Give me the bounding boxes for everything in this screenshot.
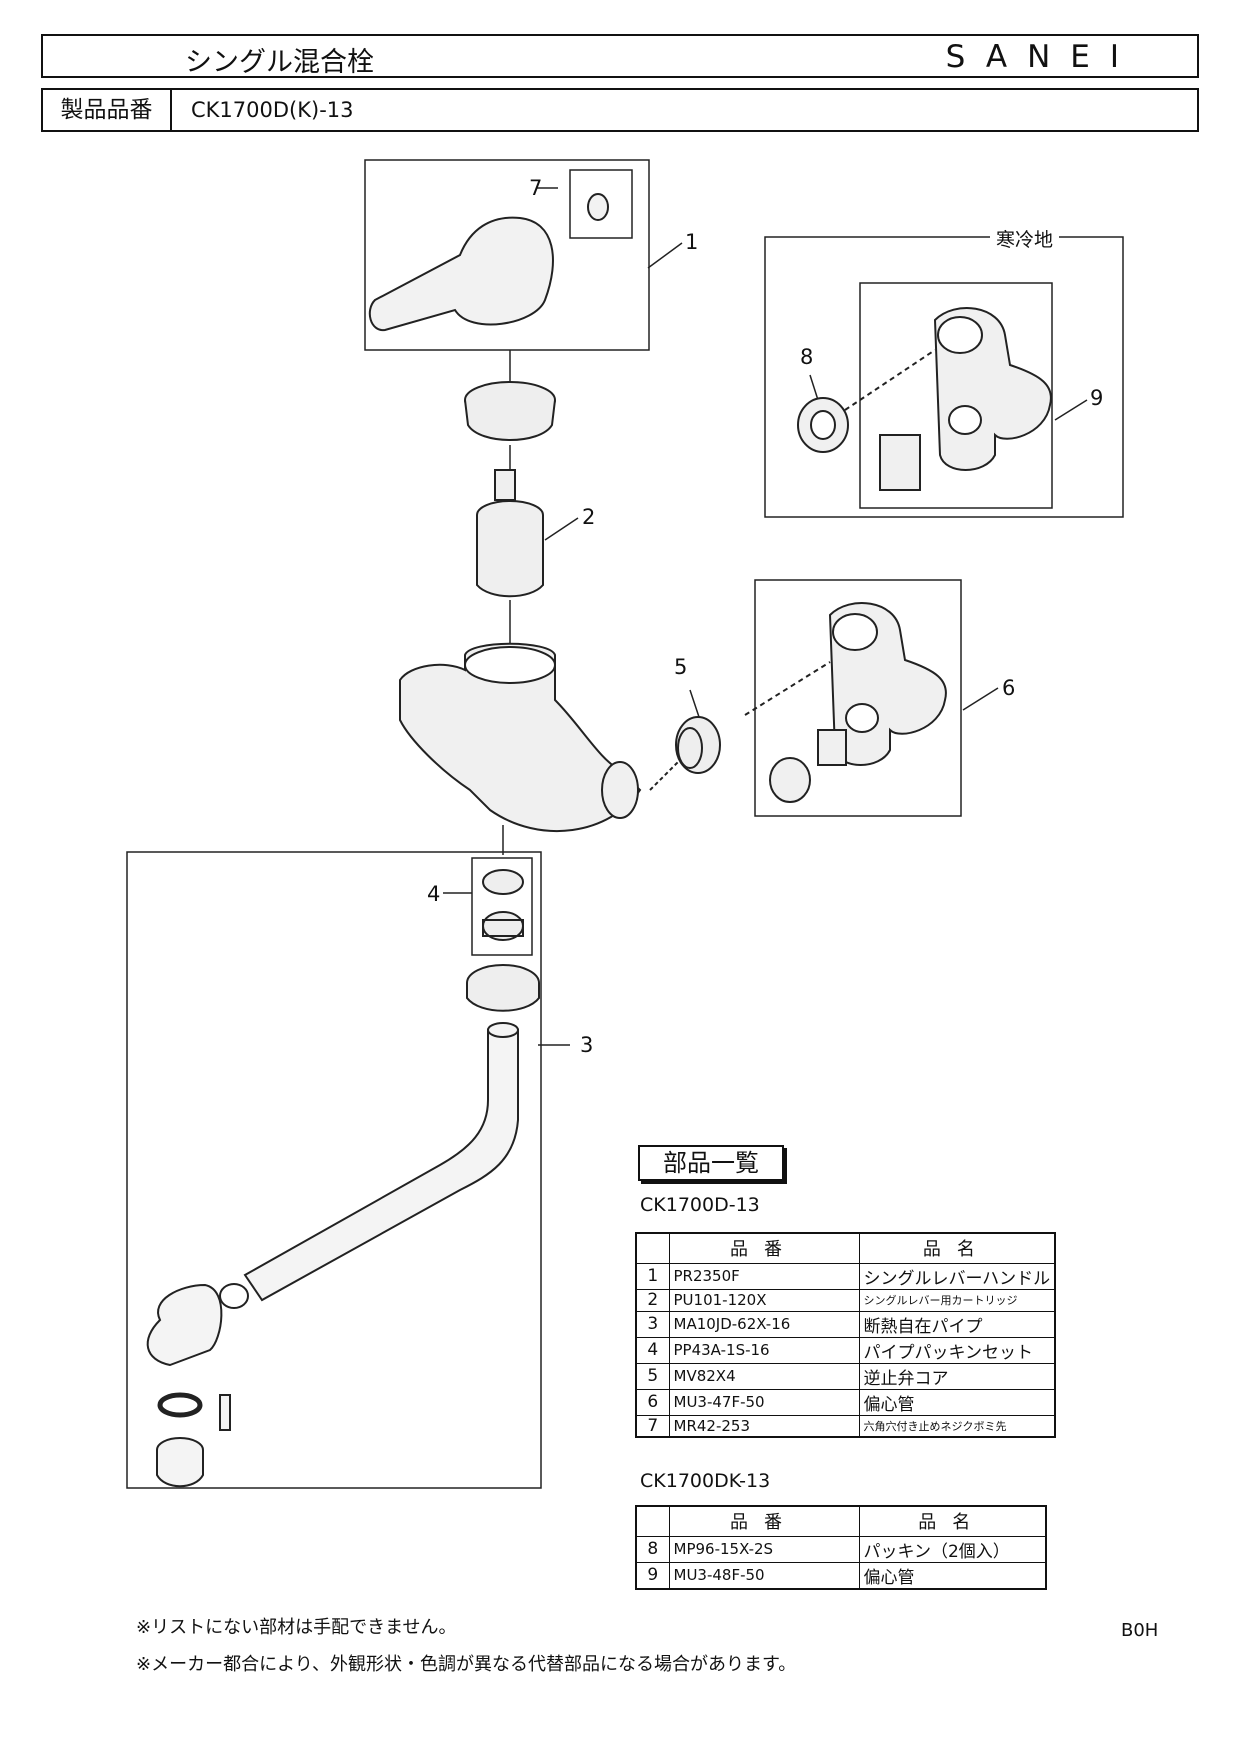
row-name: 逆止弁コア <box>858 1362 1056 1390</box>
row-no: 6 <box>635 1388 670 1416</box>
row-code: PU101-120X <box>668 1288 860 1312</box>
table-header-name: 品名 <box>858 1505 1047 1537</box>
row-code: MU3-47F-50 <box>668 1388 860 1416</box>
note-unlisted-parts: ※リストにない部材は手配できません。 <box>136 1617 457 1638</box>
cold-region-box <box>764 236 1124 518</box>
lever-handle-illustration <box>368 193 609 332</box>
row-no: 4 <box>635 1336 670 1364</box>
table-header-no <box>635 1232 670 1264</box>
setscrew-box <box>569 169 633 239</box>
check-valve-illustration <box>649 716 721 791</box>
row-no: 1 <box>635 1262 670 1290</box>
spout-pipe-illustration <box>146 1022 519 1488</box>
callout-6: 6 <box>1002 676 1016 700</box>
faucet-body-illustration <box>399 642 642 832</box>
callout-7: 7 <box>529 176 543 200</box>
row-code: MV82X4 <box>668 1362 860 1390</box>
callout-8: 8 <box>800 345 814 369</box>
row-no: 2 <box>635 1288 670 1312</box>
table-header-code: 品番 <box>668 1505 860 1537</box>
row-code: MP96-15X-2S <box>668 1535 860 1563</box>
cold-region-parts-illustration <box>797 307 1052 491</box>
document-title: シングル混合栓 <box>185 47 374 78</box>
table-header-no <box>635 1505 670 1537</box>
callout-9: 9 <box>1090 386 1104 410</box>
row-name: 断熱自在パイプ <box>858 1310 1056 1338</box>
cold-region-label: 寒冷地 <box>990 225 1060 252</box>
row-name: シングルレバー用カートリッジ <box>858 1288 1056 1312</box>
product-number-bar: 製品品番 CK1700D(K)-13 <box>41 88 1199 132</box>
row-code: MA10JD-62X-16 <box>668 1310 860 1338</box>
row-code: MU3-48F-50 <box>668 1561 860 1589</box>
callout-2: 2 <box>582 505 596 529</box>
row-no: 3 <box>635 1310 670 1338</box>
document-code: B0H <box>1121 1620 1159 1641</box>
eccentric-pipe-illustration <box>744 602 947 803</box>
cartridge-illustration <box>476 469 544 598</box>
pipe-packing-box <box>471 857 533 956</box>
callout-3: 3 <box>580 1033 594 1057</box>
model-label-ck1700dk: CK1700DK-13 <box>640 1470 771 1492</box>
title-bar: シングル混合栓 SANEI <box>41 34 1199 78</box>
row-name: パイプパッキンセット <box>858 1336 1056 1364</box>
callout-5: 5 <box>674 655 688 679</box>
product-number-label: 製品品番 <box>43 90 172 130</box>
model-label-ck1700d: CK1700D-13 <box>640 1194 760 1216</box>
row-name: 偏心管 <box>858 1561 1047 1589</box>
pipe-nut-illustration <box>466 964 540 1012</box>
row-code: PR2350F <box>668 1262 860 1290</box>
spout-box <box>126 851 542 1489</box>
row-code: PP43A-1S-16 <box>668 1336 860 1364</box>
eccentric-pipe-box <box>754 579 962 817</box>
table-header-name: 品名 <box>858 1232 1056 1264</box>
row-no: 9 <box>635 1561 670 1589</box>
row-no: 7 <box>635 1414 670 1438</box>
parts-list-title: 部品一覧 <box>638 1145 784 1181</box>
handle-box <box>364 159 650 351</box>
table-header-code: 品番 <box>668 1232 860 1264</box>
row-name: シングルレバーハンドル <box>858 1262 1056 1290</box>
callout-4: 4 <box>427 882 441 906</box>
cold-elbow-box <box>859 282 1053 509</box>
row-no: 5 <box>635 1362 670 1390</box>
pipe-packing-illustration <box>482 869 524 941</box>
note-substitute-parts: ※メーカー都合により、外観形状・色調が異なる代替部品になる場合があります。 <box>136 1654 797 1675</box>
row-code: MR42-253 <box>668 1414 860 1438</box>
row-name: 偏心管 <box>858 1388 1056 1416</box>
brand-logo: SANEI <box>945 39 1139 75</box>
row-no: 8 <box>635 1535 670 1563</box>
product-number-value: CK1700D(K)-13 <box>191 98 354 122</box>
cap-ring-illustration <box>464 381 556 441</box>
row-name: パッキン（2個入） <box>858 1535 1047 1563</box>
callout-1: 1 <box>685 230 699 254</box>
row-name: 六角穴付き止めネジクボミ先 <box>858 1414 1056 1438</box>
